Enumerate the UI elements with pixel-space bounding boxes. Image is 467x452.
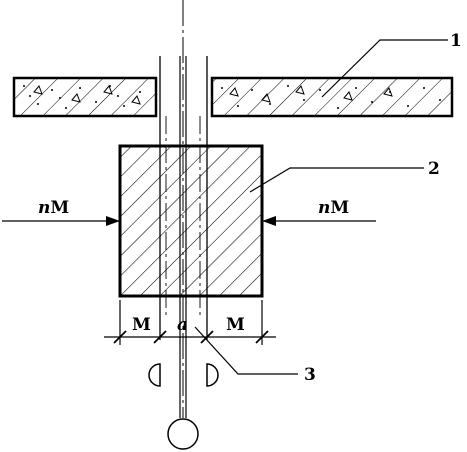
plumb-bob — [167, 418, 199, 450]
force-label-right: nM — [318, 198, 349, 218]
dimension-line — [104, 300, 276, 345]
dimension-label-left: M — [132, 315, 151, 335]
sleeve-guide-lines — [159, 56, 208, 340]
clamp-right — [206, 363, 219, 387]
plumb-line — [179, 56, 187, 418]
force-label-left: nM — [38, 198, 69, 218]
callout-number-2: 2 — [428, 159, 440, 179]
central-block — [118, 144, 264, 298]
clamp-left — [148, 363, 161, 387]
callout-leader-1 — [321, 39, 448, 98]
force-arrow-left — [2, 216, 120, 226]
callout-number-3: 3 — [304, 365, 316, 385]
slab-left — [12, 76, 158, 118]
callout-leader-3 — [194, 326, 298, 375]
dimension-label-right: M — [226, 315, 245, 335]
slab-right — [210, 76, 454, 118]
secondary-axis-lines — [165, 116, 201, 318]
dimension-label-center: a — [177, 315, 188, 335]
callout-leader-2 — [249, 167, 424, 193]
force-arrow-right — [262, 216, 376, 226]
callout-number-1: 1 — [450, 31, 462, 51]
